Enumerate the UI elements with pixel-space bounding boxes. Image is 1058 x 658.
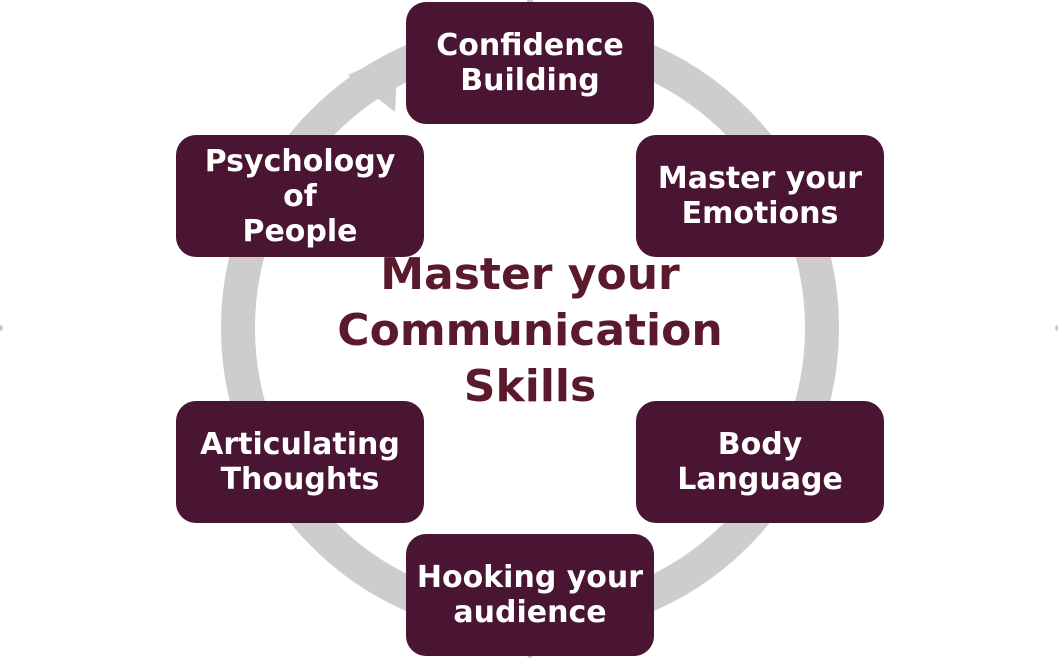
node-confidence-building: Confidence Building bbox=[406, 2, 654, 124]
node-articulating-thoughts: Articulating Thoughts bbox=[176, 401, 424, 523]
node-body-language: Body Language bbox=[636, 401, 884, 523]
node-label: Articulating Thoughts bbox=[200, 427, 400, 497]
node-label: Hooking your audience bbox=[416, 560, 644, 630]
center-title: Master your Communication Skills bbox=[337, 249, 723, 412]
node-label: Master your Emotions bbox=[657, 161, 863, 231]
node-psychology-of-people: Psychology of People bbox=[176, 135, 424, 257]
selection-handle-right bbox=[1055, 325, 1058, 331]
node-label: Psychology of People bbox=[204, 143, 396, 249]
selection-handle-left bbox=[0, 325, 3, 331]
cycle-arrowhead bbox=[348, 52, 398, 112]
node-label: Confidence Building bbox=[436, 28, 624, 98]
node-label: Body Language bbox=[677, 427, 843, 497]
node-hooking-your-audience: Hooking your audience bbox=[406, 534, 654, 656]
node-master-your-emotions: Master your Emotions bbox=[636, 135, 884, 257]
